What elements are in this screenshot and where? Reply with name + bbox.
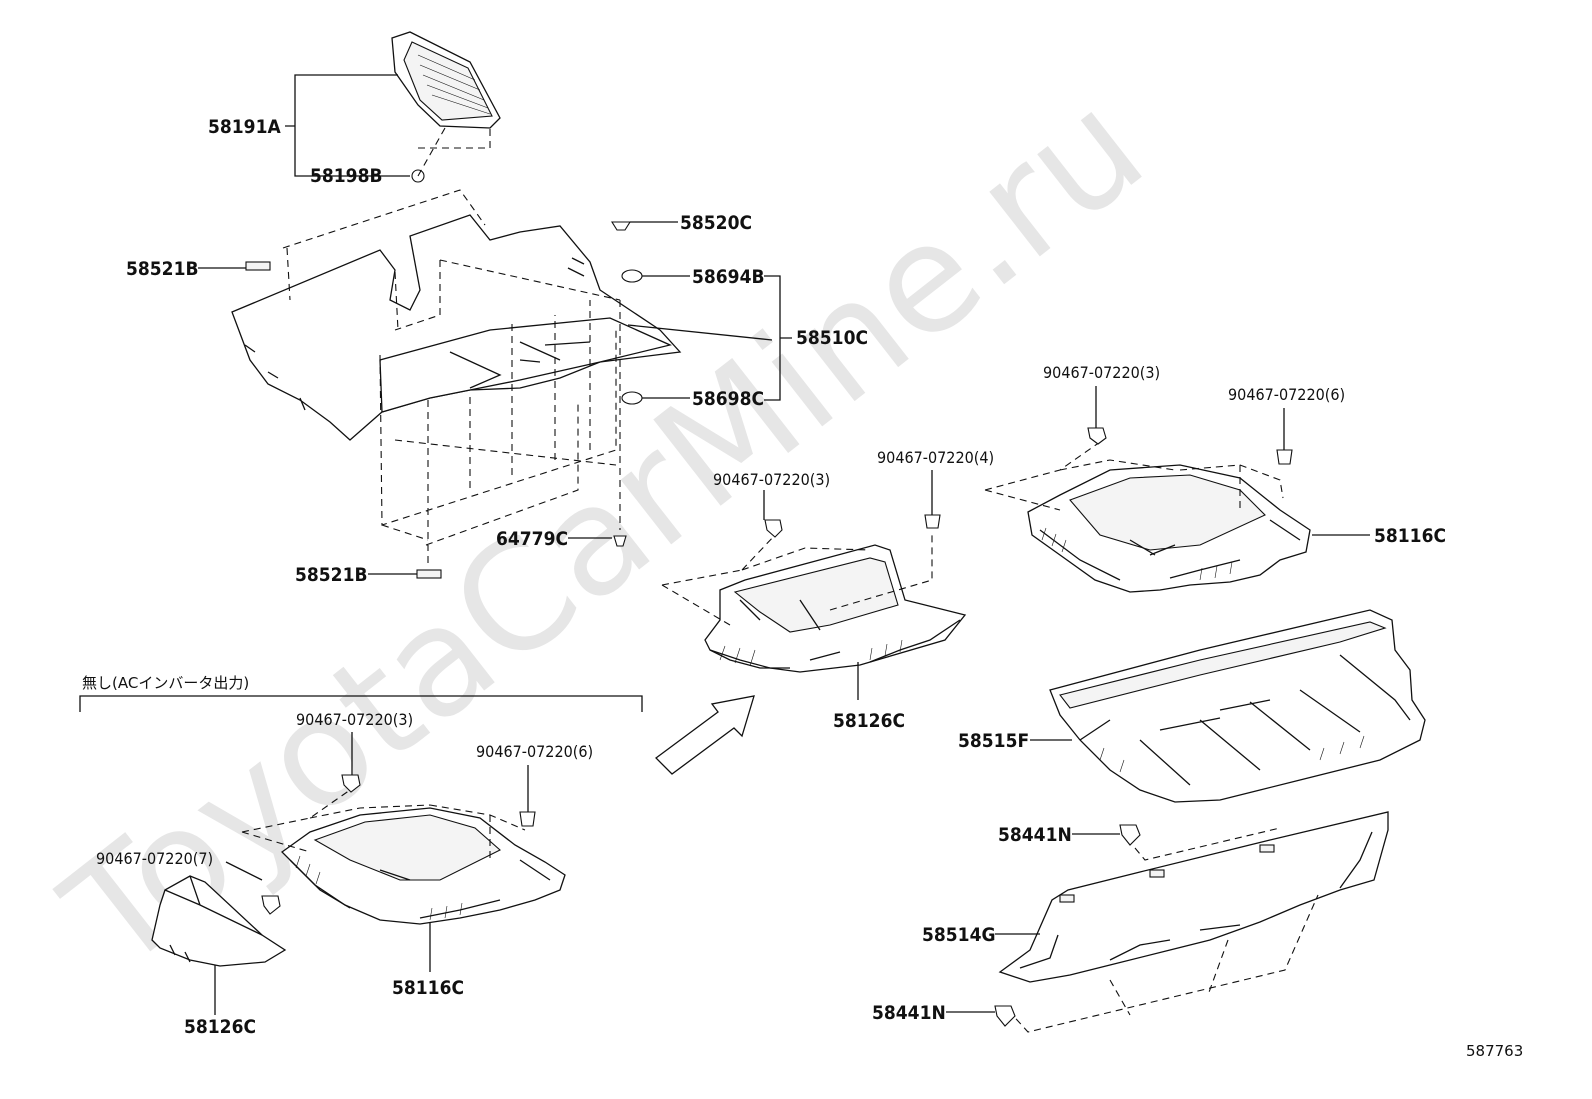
label-90467-c4: 90467-07220(4) <box>877 448 994 467</box>
label-58126C-center: 58126C <box>833 710 905 732</box>
clip-90467-l7 <box>261 895 281 915</box>
label-90467-l6: 90467-07220(6) <box>476 742 593 761</box>
label-58198B: 58198B <box>310 165 383 187</box>
label-58441N-bottom: 58441N <box>872 1002 946 1024</box>
label-58698C: 58698C <box>692 388 764 410</box>
label-58515F: 58515F <box>958 730 1029 752</box>
label-58520C: 58520C <box>680 212 752 234</box>
label-58116C-left: 58116C <box>392 977 464 999</box>
clip-90467-l6 <box>519 811 536 827</box>
label-58126C-left: 58126C <box>184 1016 256 1038</box>
label-90467-r3: 90467-07220(3) <box>1043 363 1160 382</box>
bracket-58126C-left <box>151 875 287 967</box>
label-90467-l3: 90467-07220(3) <box>296 710 413 729</box>
label-58694B: 58694B <box>692 266 765 288</box>
clip-90467-c4 <box>924 514 941 529</box>
clip-90467-l3 <box>341 774 361 793</box>
label-58441N-top: 58441N <box>998 824 1072 846</box>
label-90467-c3: 90467-07220(3) <box>713 470 830 489</box>
cover-58515F <box>1049 609 1426 803</box>
variant-bracket <box>79 695 643 712</box>
clip-58694B <box>621 269 643 283</box>
clip-58698C <box>621 391 643 405</box>
label-90467-l7: 90467-07220(7) <box>96 849 213 868</box>
label-58521B-bottom: 58521B <box>295 564 368 586</box>
label-58116C-right: 58116C <box>1374 525 1446 547</box>
floor-mat-58191A <box>391 31 501 129</box>
cover-58514G <box>998 811 1389 983</box>
floor-plate-58510C <box>379 317 672 413</box>
clip-58441N-top <box>1119 824 1141 846</box>
label-90467-r6: 90467-07220(6) <box>1228 385 1345 404</box>
tray-58116C-left <box>280 807 566 925</box>
clip-90467-r6 <box>1276 449 1293 465</box>
label-58510C: 58510C <box>796 327 868 349</box>
pad-58521B-bottom <box>416 569 442 579</box>
label-58521B-top: 58521B <box>126 258 199 280</box>
label-58514G: 58514G <box>922 924 996 946</box>
label-58191A: 58191A <box>208 116 281 138</box>
clip-58441N-bottom <box>994 1005 1016 1027</box>
clip-58520C <box>611 221 631 231</box>
floor-carpet <box>231 214 682 441</box>
clip-90467-r3 <box>1087 427 1107 445</box>
clip-64779C <box>613 535 627 547</box>
variant-note: 無し(ACインバータ出力) <box>82 674 249 692</box>
diagram-id: 587763 <box>1466 1042 1523 1060</box>
clip-90467-c3 <box>764 519 783 538</box>
tray-58116C-right <box>1027 464 1311 593</box>
arrow-icon <box>655 695 755 775</box>
label-64779C: 64779C <box>496 528 568 550</box>
